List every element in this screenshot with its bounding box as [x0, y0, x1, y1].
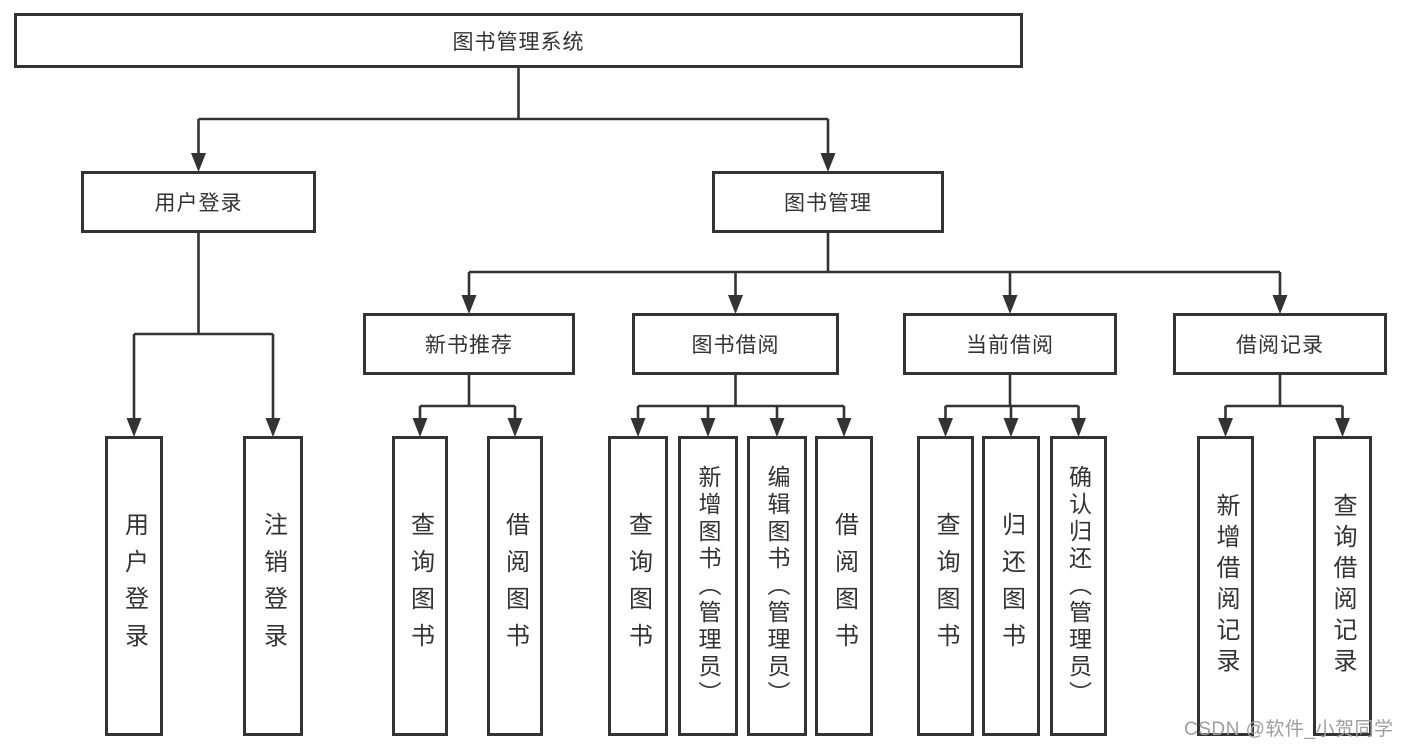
node-label: 用户登录	[154, 192, 243, 215]
node-label: 借阅图书	[501, 512, 529, 660]
arrowhead-icon	[820, 153, 836, 172]
node-label: 查询借阅记录	[1329, 493, 1356, 679]
node-borrowing-records: 借阅记录	[1173, 313, 1387, 375]
node-add-borrow-record: 新增借阅记录	[1197, 436, 1254, 736]
node-label: 查询图书	[406, 512, 434, 660]
node-book-management: 图书管理	[712, 171, 944, 233]
node-query-books: 查询图书	[392, 436, 448, 736]
arrowhead-icon	[1272, 295, 1288, 314]
node-label: 新增借阅记录	[1212, 493, 1239, 679]
arrowhead-icon	[1002, 295, 1018, 314]
node-label: 注销登录	[259, 512, 287, 660]
node-label: 图书管理	[784, 192, 872, 215]
node-book-borrowing: 图书借阅	[632, 313, 839, 375]
connector-path	[132, 68, 1344, 422]
watermark: CSDN @软件_小贺同学	[1184, 719, 1394, 740]
arrowhead-icon	[769, 418, 785, 437]
node-label: 用户登录	[120, 512, 148, 660]
node-borrow-books: 借阅图书	[815, 436, 873, 736]
node-label: 借阅记录	[1236, 334, 1324, 357]
node-user-login: 用户登录	[81, 171, 316, 233]
node-label: 当前借阅	[966, 334, 1054, 357]
arrowhead-icon	[461, 295, 477, 314]
arrowhead-icon	[507, 418, 523, 437]
node-query-borrow-record: 查询借阅记录	[1313, 436, 1372, 736]
node-new-book-recommend: 新书推荐	[363, 313, 575, 375]
node-label: 借阅图书	[830, 512, 858, 660]
arrowhead-icon	[126, 418, 142, 437]
arrowhead-icon	[412, 418, 428, 437]
node-query-books: 查询图书	[917, 436, 974, 736]
arrowhead-icon	[938, 418, 953, 437]
arrowhead-icon	[1335, 418, 1350, 437]
node-label: 归还图书	[997, 512, 1025, 660]
node-label: 确认归还（管理员）	[1065, 464, 1092, 708]
arrowhead-icon	[1003, 418, 1019, 437]
node-label: 查询图书	[624, 512, 652, 660]
node-borrow-books: 借阅图书	[487, 436, 543, 736]
node-edit-books-admin: 编辑图书（管理员）	[747, 436, 807, 736]
node-query-books: 查询图书	[608, 436, 668, 736]
arrowhead-icon	[1218, 418, 1233, 437]
arrowhead-icon	[700, 418, 716, 437]
node-library-system: 图书管理系统	[14, 13, 1023, 68]
arrowhead-icon	[836, 418, 852, 437]
arrowhead-icon	[630, 418, 646, 437]
node-label: 新增图书（管理员）	[695, 464, 721, 708]
node-label: 图书管理系统	[452, 30, 585, 54]
node-return-books: 归还图书	[982, 436, 1040, 736]
node-label: 新书推荐	[425, 334, 513, 357]
arrowhead-icon	[1071, 418, 1086, 437]
node-add-books-admin: 新增图书（管理员）	[678, 436, 738, 736]
node-label: 图书借阅	[691, 334, 780, 357]
node-logout: 注销登录	[243, 436, 303, 736]
node-current-borrowing: 当前借阅	[903, 313, 1117, 375]
node-label: 查询图书	[932, 512, 959, 660]
arrowhead-icon	[265, 418, 281, 437]
node-confirm-return-admin: 确认归还（管理员）	[1050, 436, 1107, 736]
node-label: 编辑图书（管理员）	[764, 464, 790, 708]
arrowhead-icon	[191, 153, 206, 172]
arrowhead-icon	[728, 295, 743, 314]
node-user-login-leaf: 用户登录	[105, 436, 163, 736]
